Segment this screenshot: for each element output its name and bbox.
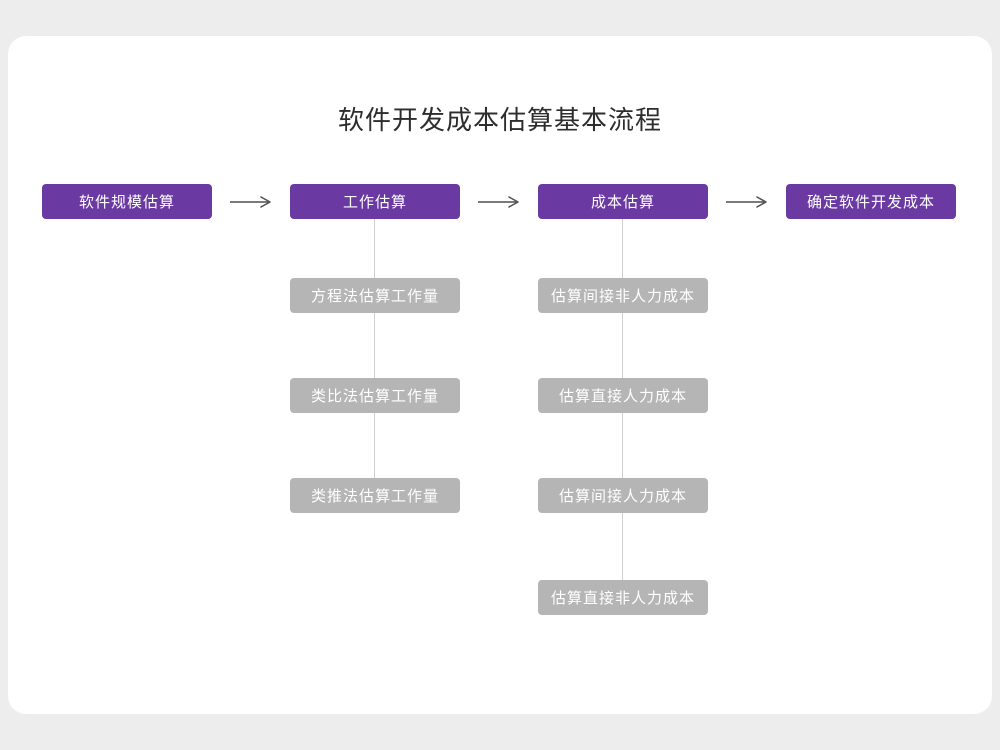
arrow-right-icon xyxy=(229,195,273,208)
page-title: 软件开发成本估算基本流程 xyxy=(337,105,662,135)
substep-direct-nonlabor-cost: 估算直接非人力成本 xyxy=(538,580,708,615)
arrow-right-icon xyxy=(477,195,521,208)
substep-equation-method: 方程法估算工作量 xyxy=(290,278,460,313)
connector-line-work-estimation xyxy=(374,219,375,496)
stage-label: 成本估算 xyxy=(590,194,655,211)
substep-direct-labor-cost: 估算直接人力成本 xyxy=(538,378,708,413)
substep-label: 类比法估算工作量 xyxy=(310,388,439,405)
substep-label: 类推法估算工作量 xyxy=(310,488,439,505)
stage-label: 工作估算 xyxy=(342,194,407,211)
stage-label: 确定软件开发成本 xyxy=(806,194,935,211)
substep-label: 估算直接非人力成本 xyxy=(550,590,695,607)
substep-analogy-method: 类比法估算工作量 xyxy=(290,378,460,413)
substep-extrapolation-method: 类推法估算工作量 xyxy=(290,478,460,513)
diagram-card xyxy=(8,36,992,714)
stage-work-estimation: 工作估算 xyxy=(290,184,460,219)
stage-determine-development-cost: 确定软件开发成本 xyxy=(786,184,956,219)
stage-label: 软件规模估算 xyxy=(78,194,175,211)
substep-label: 方程法估算工作量 xyxy=(310,288,439,305)
substep-label: 估算间接人力成本 xyxy=(558,488,687,505)
arrow-right-icon xyxy=(725,195,769,208)
substep-indirect-nonlabor-cost: 估算间接非人力成本 xyxy=(538,278,708,313)
substep-label: 估算直接人力成本 xyxy=(558,388,687,405)
stage-cost-estimation: 成本估算 xyxy=(538,184,708,219)
substep-indirect-labor-cost: 估算间接人力成本 xyxy=(538,478,708,513)
substep-label: 估算间接非人力成本 xyxy=(550,288,695,305)
stage-software-scale-estimation: 软件规模估算 xyxy=(42,184,212,219)
